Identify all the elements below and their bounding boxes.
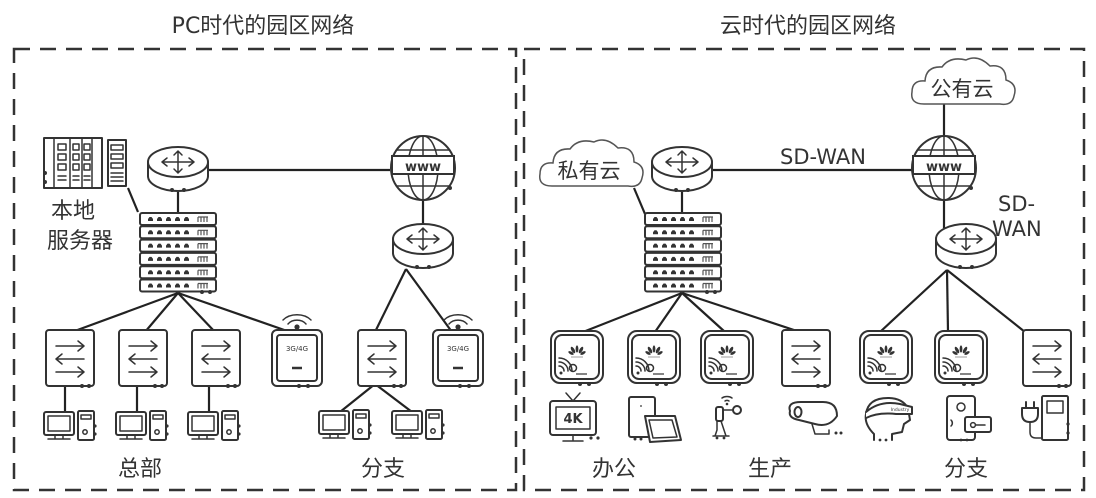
pc-icon: [391, 409, 446, 440]
access-switch-icon: [781, 329, 831, 389]
lte-router-icon: [431, 313, 485, 390]
production-label: 生产: [748, 457, 792, 482]
svg-text:4K: 4K: [563, 412, 583, 427]
access-switch-icon: [1022, 329, 1072, 389]
public-cloud: 公有云: [911, 57, 1016, 106]
link-lines: [63, 168, 453, 414]
core-router-icon: [651, 146, 713, 193]
ev-charger-icon: [1021, 395, 1070, 441]
svg-text:Industry: Industry: [891, 407, 910, 413]
core-switch-stack-icon: [644, 212, 722, 294]
server-label-line2: 服务器: [47, 229, 113, 254]
office-label: 办公: [592, 457, 636, 482]
core-router-icon: [147, 146, 209, 193]
tv-4k-icon: 4K: [549, 392, 600, 442]
internet-globe-icon: [911, 135, 977, 201]
panel-cloud-era: 云时代的园区网络 私有云 公有云 SD-WAN SD- WAN: [522, 14, 1086, 492]
panel-border: [12, 47, 518, 492]
sdwan-side-label-line2: WAN: [992, 217, 1042, 241]
pc-icon: [187, 410, 242, 441]
pc-icon: [43, 410, 98, 441]
wireless-ap-icon: [550, 330, 604, 387]
private-cloud-label: 私有云: [558, 159, 621, 183]
sdwan-link-label: SD-WAN: [780, 145, 866, 169]
tablet-icon: [628, 396, 682, 443]
public-cloud-label: 公有云: [931, 77, 994, 101]
access-card-reader-icon: [946, 395, 992, 442]
internet-globe-icon: [390, 135, 456, 201]
hq-label: 总部: [118, 457, 162, 482]
server-label-line1: 本地: [51, 199, 95, 224]
link-lines: [582, 102, 1026, 334]
lte-router-icon: [270, 313, 324, 390]
panel-pc-era: PC时代的园区网络: [12, 14, 518, 492]
branch-label: 分支: [361, 457, 405, 482]
access-switch-icon: [191, 329, 241, 389]
access-switch-icon: [45, 329, 95, 389]
branch-router-icon: [392, 223, 454, 270]
wireless-ap-icon: [859, 330, 913, 387]
local-server-icon: [43, 137, 127, 189]
wireless-ap-icon: [700, 330, 754, 387]
branch-label: 分支: [944, 457, 988, 482]
panel-title: PC时代的园区网络: [172, 14, 355, 39]
sdwan-side-label-line1: SD-: [998, 192, 1035, 216]
pc-icon: [318, 409, 373, 440]
panel-title: 云时代的园区网络: [720, 14, 896, 39]
pc-icon: [115, 410, 170, 441]
access-switch-icon: [118, 329, 168, 389]
panel-border: [522, 47, 1086, 492]
branch-switch-icon: [357, 329, 407, 389]
vr-headset-icon: Industry: [864, 397, 913, 442]
robot-arm-icon: [712, 395, 742, 440]
surveillance-camera-icon: [788, 401, 843, 435]
core-switch-stack-icon: [139, 212, 217, 294]
wireless-ap-icon: [934, 330, 988, 387]
wireless-ap-icon: [627, 330, 681, 387]
private-cloud: 私有云: [539, 139, 644, 188]
branch-router-icon: [935, 223, 997, 270]
